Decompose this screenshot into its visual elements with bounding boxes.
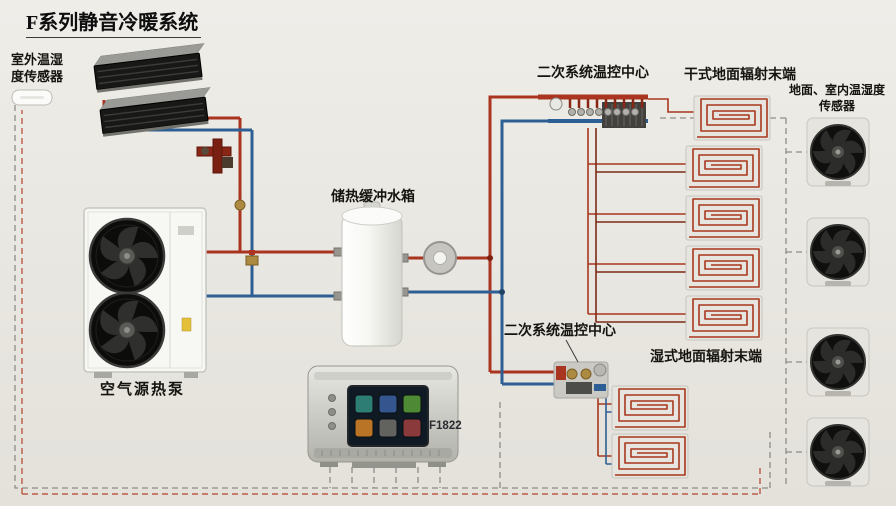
indoor-sensor-icon [806, 327, 870, 397]
fan-icon [88, 291, 166, 369]
dry-coil-icon [685, 195, 763, 241]
dry-coil-icon [693, 95, 771, 141]
indoor-sensor-icon [806, 117, 870, 187]
wet-radiant-label: 湿式地面辐射末端 [650, 348, 762, 364]
dry-coil-icon [685, 245, 763, 291]
dry-coil-icon [685, 295, 763, 341]
pipe-fittings [234, 199, 505, 301]
indoor-sensor-icon [806, 417, 870, 487]
controller-model-label: F1822 [429, 420, 462, 432]
fan-coil-unit-2 [99, 87, 211, 137]
indoor-sensor-label: 地面、室内温湿度 传感器 [788, 83, 885, 114]
indoor-sensor-icon [806, 217, 870, 287]
secondary-control-center-top [549, 97, 646, 128]
heat-pump-label: 空气源热泵 [100, 381, 186, 398]
wet-radiant-coils [611, 385, 689, 479]
control-center-top-label: 二次系统温控中心 [537, 64, 649, 80]
wet-coil-icon [611, 385, 689, 431]
circulation-pump-icon [423, 241, 457, 275]
dry-coil-icon [685, 145, 763, 191]
screen-app-icons [354, 394, 422, 438]
wet-branch-pipes [597, 398, 612, 465]
control-wires-alt [21, 110, 761, 495]
buffer-tank [341, 201, 403, 347]
dry-branch-pipes [587, 98, 694, 323]
pipe-bracket [196, 138, 233, 174]
heat-pump [83, 207, 207, 378]
buffer-tank-label: 储热缓冲水箱 [331, 188, 415, 204]
dry-radiant-coils [685, 95, 771, 341]
page-title: F系列静音冷暖系统 [26, 6, 202, 38]
controller-buttons [328, 394, 336, 430]
controller [307, 365, 459, 468]
dry-radiant-label: 干式地面辐射末端 [684, 66, 796, 82]
fan-coil-unit-1 [93, 43, 205, 93]
outdoor-sensor-label: 室外温湿 度传感器 [10, 52, 63, 84]
indoor-sensors [806, 117, 870, 487]
outdoor-sensor-icon [11, 89, 53, 106]
secondary-control-center-bottom [553, 361, 609, 399]
wet-coil-icon [611, 433, 689, 479]
fan-icon [88, 217, 166, 295]
leader-line [565, 339, 579, 363]
control-center-bottom-label: 二次系统温控中心 [504, 322, 616, 338]
